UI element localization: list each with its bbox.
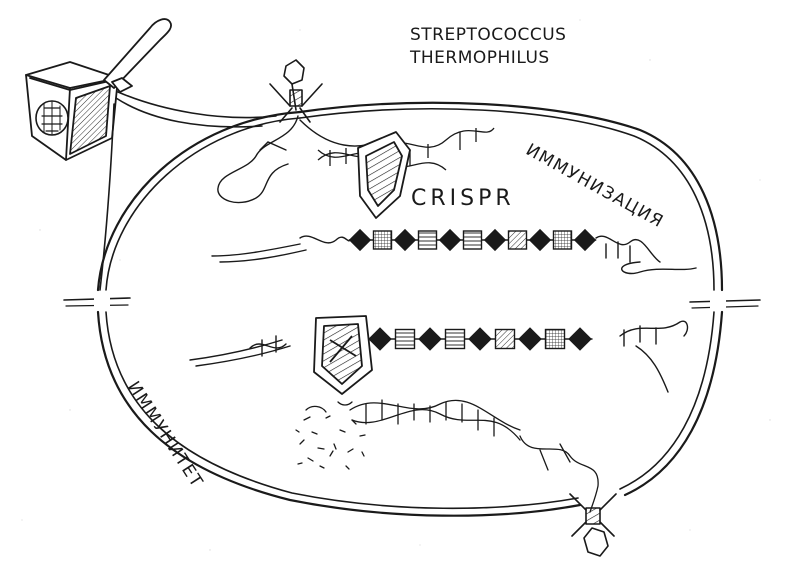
crispr-array-bottom (367, 327, 593, 351)
repeat-diamond (368, 327, 392, 351)
cas-shield-bottom-icon (313, 315, 373, 395)
spacer-square-lines (417, 230, 438, 250)
repeat-diamond (483, 228, 507, 252)
cas-shield-top-icon (357, 131, 411, 219)
spacer-square-lines (462, 230, 483, 250)
milk-cup-icon (25, 61, 119, 161)
spacer-square-grid (552, 230, 573, 250)
repeat-diamond (573, 228, 597, 252)
repeat-diamond (468, 327, 492, 351)
repeat-diamond (568, 327, 592, 351)
repeat-diamond (518, 327, 542, 351)
crispr-label: CRISPR (411, 186, 515, 211)
organism-title-line1: STREPTOCOCCUS (410, 25, 567, 45)
genome-strand-top (211, 235, 697, 275)
phage-dna-bottom (349, 399, 599, 513)
organism-title: STREPTOCOCCUS THERMOPHILUS (410, 24, 566, 70)
repeat-diamond (438, 228, 462, 252)
spacer-square-grid (544, 328, 566, 350)
spacer-square-lines (394, 328, 416, 350)
phage-dna-top (217, 115, 381, 204)
phage-bottom-icon (569, 493, 617, 557)
cell-division-gap (94, 292, 726, 310)
paper-texture (21, 19, 771, 551)
spacer-square-hatched (507, 230, 528, 250)
cell-membrane (63, 101, 761, 517)
cup-ribbons (99, 91, 277, 291)
spacer-square-hatched (494, 328, 516, 350)
cleaved-dna (295, 401, 366, 470)
genome-strand-bottom (189, 320, 689, 393)
repeat-diamond (418, 327, 442, 351)
spacer-square-lines (444, 328, 466, 350)
repeat-diamond (528, 228, 552, 252)
phage-top-icon (269, 59, 323, 123)
repeat-diamond (393, 228, 417, 252)
organism-title-line2: THERMOPHILUS (410, 48, 550, 68)
spacer-square-grid (372, 230, 393, 250)
crispr-array-top (348, 228, 597, 252)
repeat-diamond (348, 228, 372, 252)
straw-icon (103, 18, 172, 93)
